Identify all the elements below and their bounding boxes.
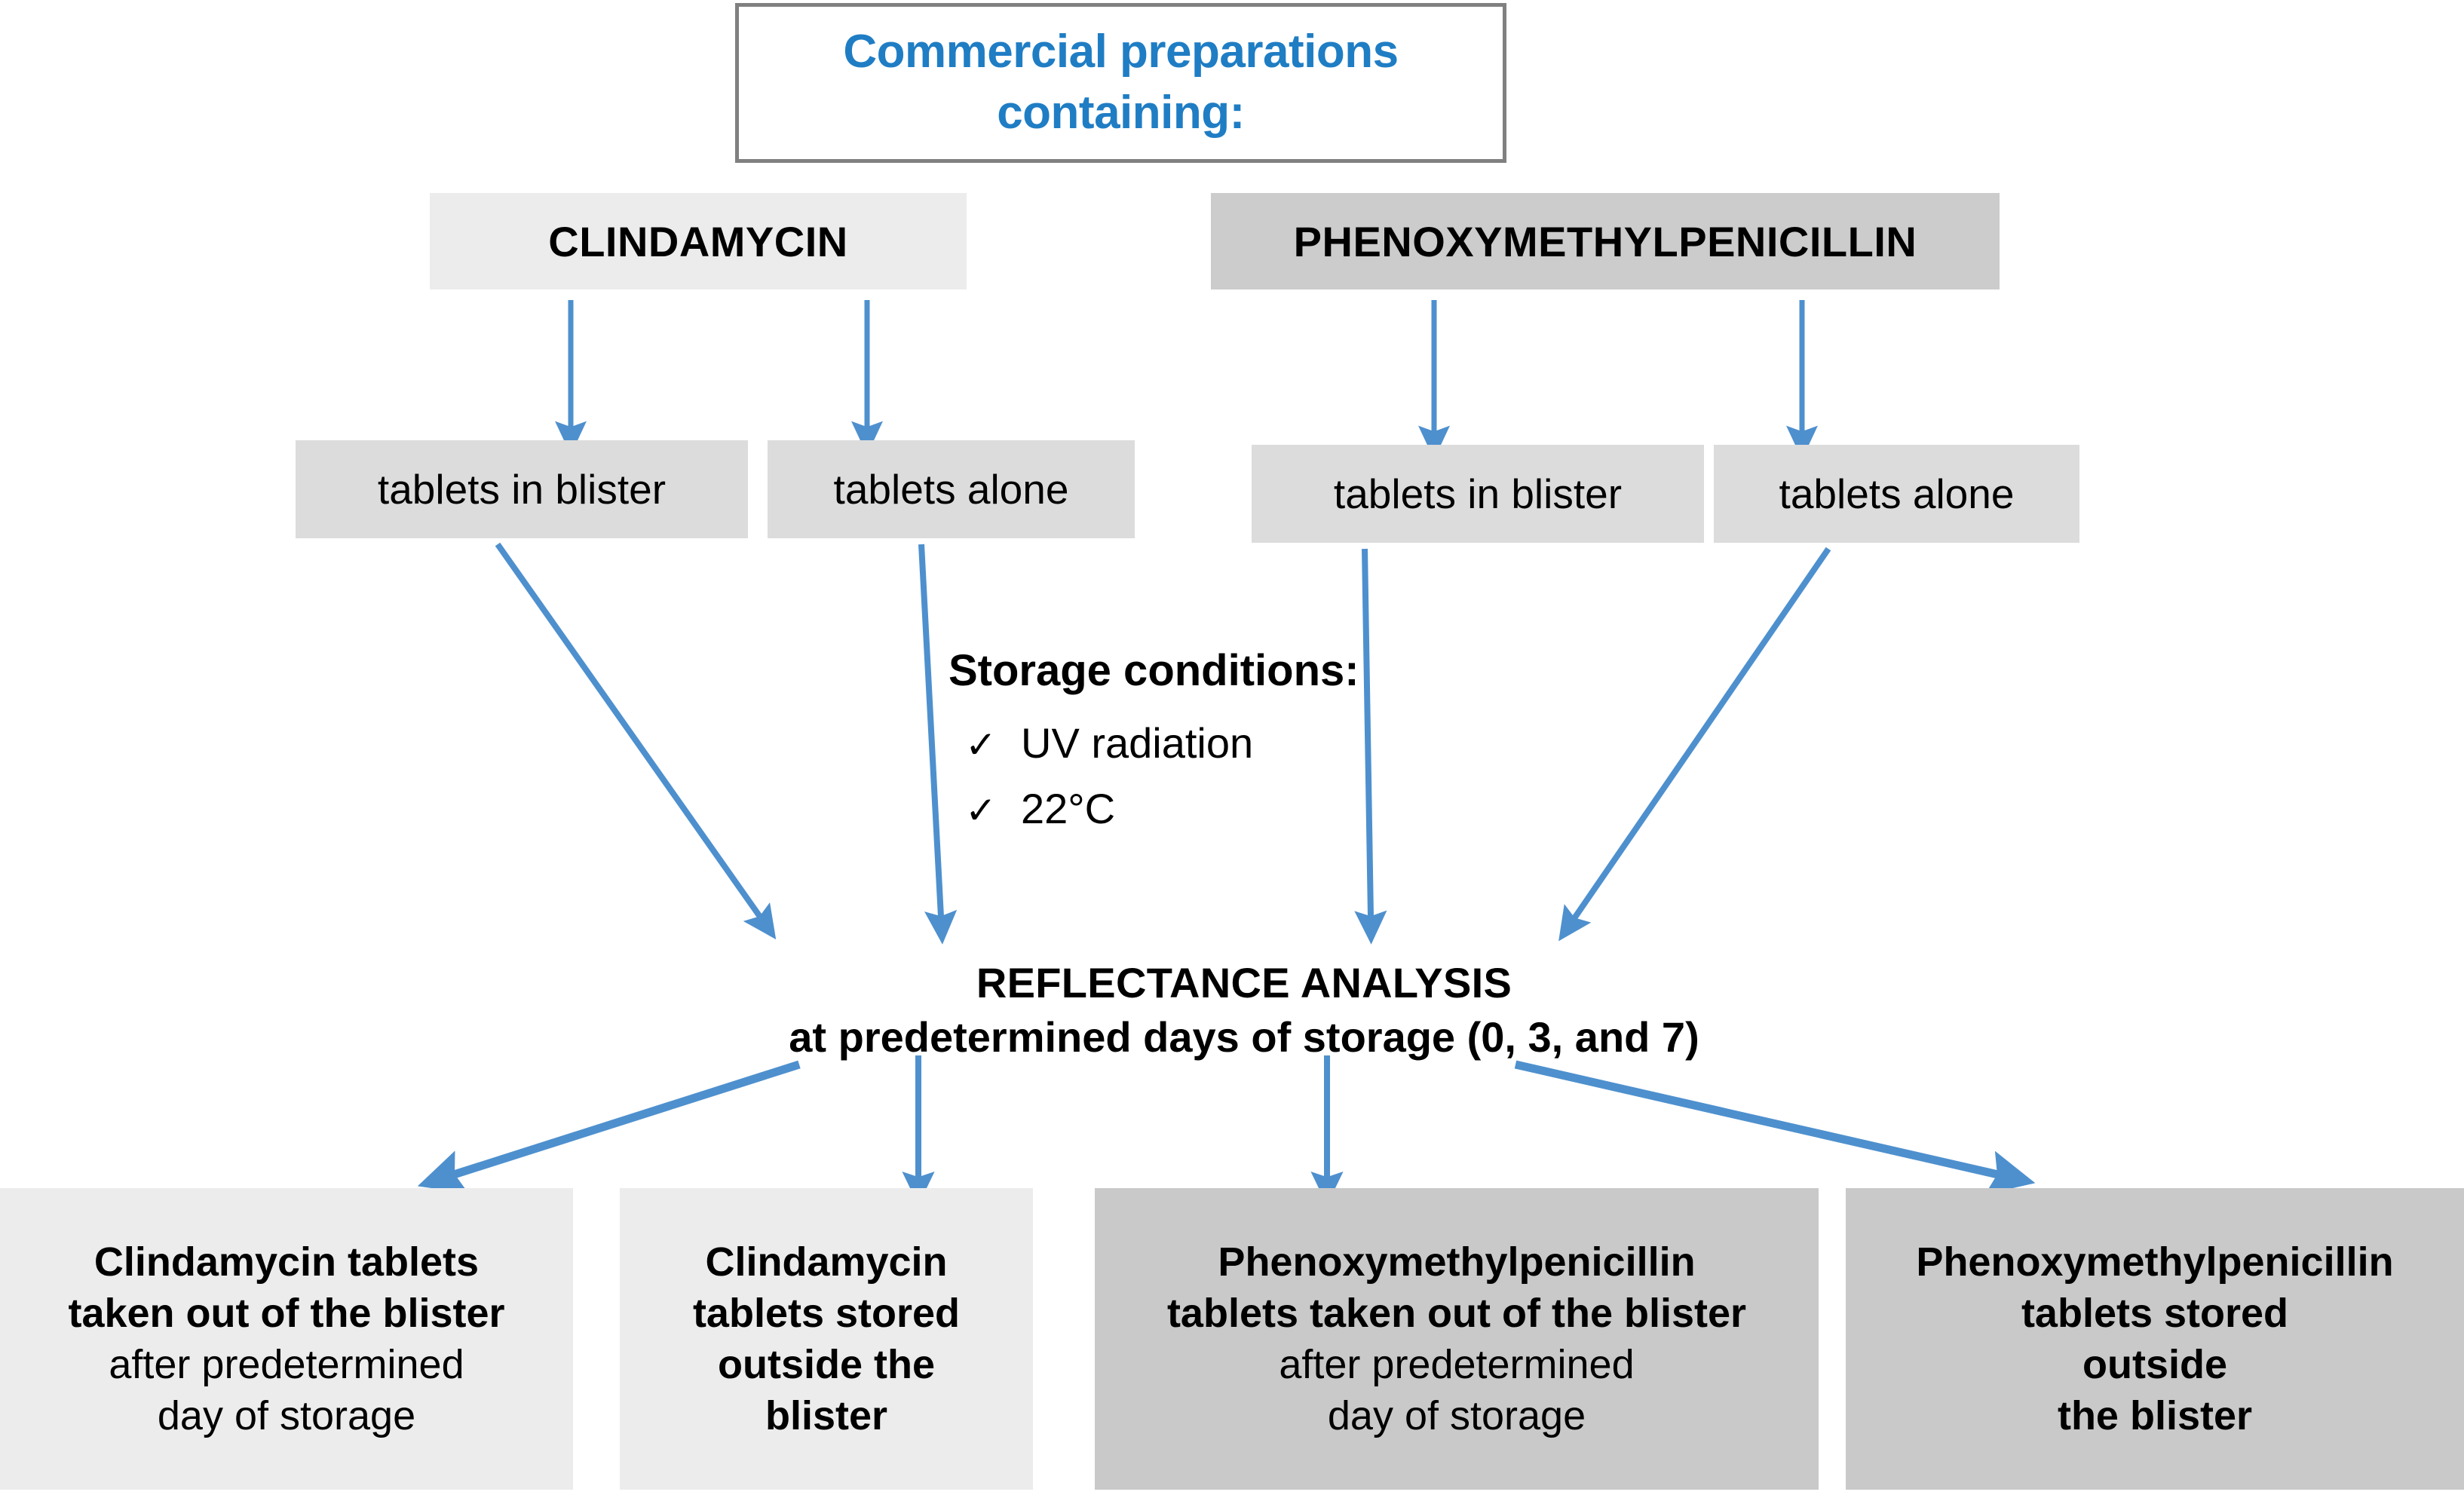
result-box-clindamycin-outside-blister[interactable]: Clindamycin tablets stored outside the b… [620, 1188, 1033, 1490]
drug-box-phenoxymethylpenicillin[interactable]: PHENOXYMETHYLPENICILLIN [1211, 193, 2000, 289]
analysis-title: REFLECTANCE ANALYSIS [976, 959, 1512, 1006]
result-line: Phenoxymethylpenicillin [1916, 1239, 2394, 1285]
result-line: Phenoxymethylpenicillin [1218, 1239, 1696, 1285]
analysis-block: REFLECTANCE ANALYSIS at predetermined da… [528, 956, 1960, 1064]
arrow-blister1-to-analysis [495, 542, 777, 940]
result-line: after predetermined [109, 1342, 464, 1387]
title-line-2: containing: [997, 87, 1245, 139]
drug-label-clindamycin: CLINDAMYCIN [548, 217, 848, 265]
arrow-analysis-to-result4 [1514, 1060, 2036, 1195]
arrow-alone2-to-analysis [1558, 547, 1831, 942]
analysis-subtitle: at predetermined days of storage (0, 3, … [789, 1012, 1699, 1061]
result-line: outside [2082, 1342, 2227, 1387]
storage-condition-item: ✓ UV radiation [949, 711, 1431, 777]
result-line: tablets taken out of the blister [1166, 1290, 1747, 1336]
result-box-phenoxy-out-of-blister[interactable]: Phenoxymethylpenicillin tablets taken ou… [1095, 1188, 1819, 1490]
result-line: tablets stored [692, 1290, 961, 1336]
storage-conditions-title: Storage conditions: [949, 646, 1359, 695]
title-box: Commercial preparations containing: [735, 3, 1506, 163]
sample-box-phenoxy-blister[interactable]: tablets in blister [1252, 445, 1704, 543]
title-line-1: Commercial preparations [843, 26, 1399, 78]
check-icon: ✓ [965, 723, 997, 766]
sample-box-clindamycin-blister[interactable]: tablets in blister [296, 440, 748, 538]
check-icon: ✓ [965, 789, 997, 832]
result-line: outside the [717, 1342, 935, 1387]
storage-condition-label: UV radiation [1021, 718, 1254, 767]
result-line: day of storage [157, 1393, 416, 1439]
result-line: tablets stored [2021, 1290, 2289, 1336]
result-line: blister [765, 1393, 888, 1439]
result-line: Clindamycin tablets [93, 1239, 480, 1285]
sample-box-clindamycin-alone[interactable]: tablets alone [768, 440, 1135, 538]
sample-box-phenoxy-alone[interactable]: tablets alone [1714, 445, 2079, 543]
result-line: after predetermined [1279, 1342, 1635, 1387]
result-line: day of storage [1327, 1393, 1586, 1439]
sample-label: tablets in blister [377, 466, 667, 513]
result-line: taken out of the blister [68, 1290, 505, 1336]
arrow-alone1-to-analysis [918, 544, 958, 945]
result-line: Clindamycin [705, 1239, 948, 1285]
sample-label: tablets alone [833, 466, 1069, 513]
drug-box-clindamycin[interactable]: CLINDAMYCIN [430, 193, 967, 289]
storage-condition-label: 22°C [1021, 784, 1116, 832]
sample-label: tablets alone [1779, 470, 2015, 517]
arrow-analysis-to-result1 [417, 1060, 801, 1193]
storage-condition-item: ✓ 22°C [949, 777, 1431, 842]
result-box-phenoxy-outside-blister[interactable]: Phenoxymethylpenicillin tablets stored o… [1846, 1188, 2464, 1490]
drug-label-phenoxymethylpenicillin: PHENOXYMETHYLPENICILLIN [1293, 217, 1917, 265]
storage-conditions-block: Storage conditions: ✓ UV radiation ✓ 22°… [949, 648, 1431, 841]
result-box-clindamycin-out-of-blister[interactable]: Clindamycin tablets taken out of the bli… [0, 1188, 573, 1490]
result-line: the blister [2057, 1393, 2253, 1439]
sample-label: tablets in blister [1333, 470, 1623, 517]
